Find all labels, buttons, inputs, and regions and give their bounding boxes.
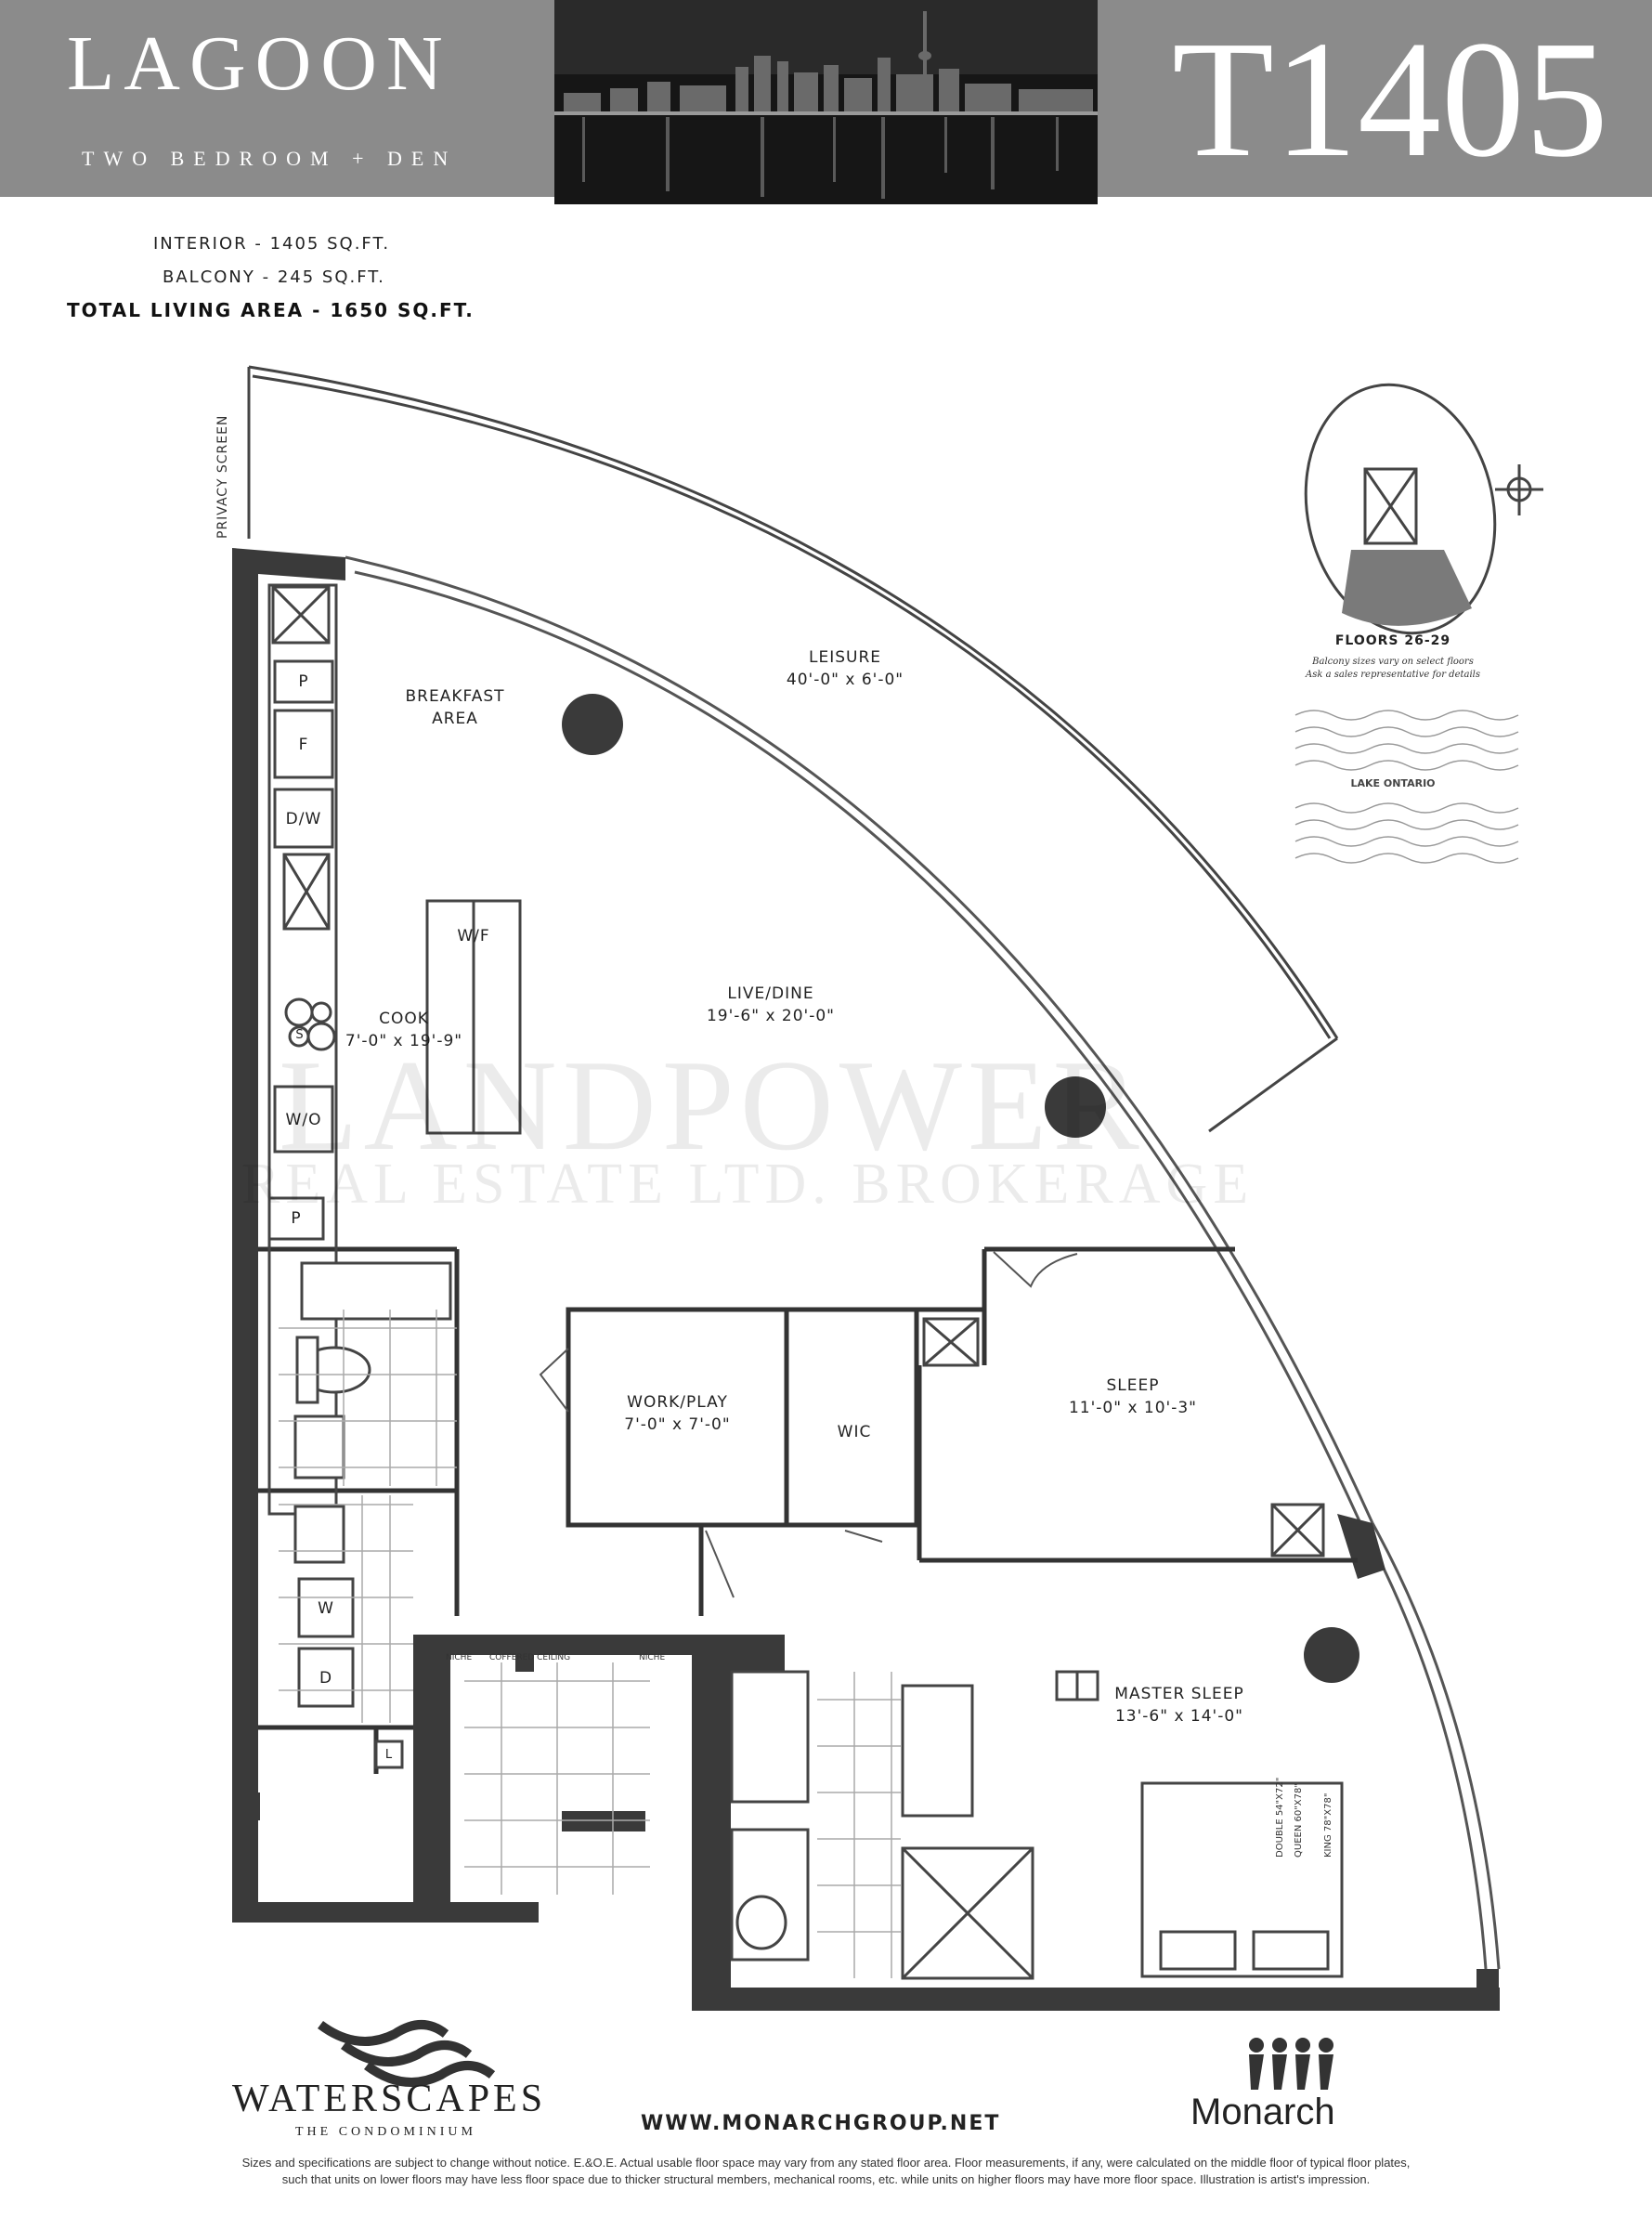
room-leisure: LEISURE 40'-0" x 6'-0" — [743, 646, 947, 691]
keyplan-note-1: Balcony sizes vary on select floors — [1312, 657, 1474, 667]
room-cook-dims: 7'-0" x 19'-9" — [345, 1032, 463, 1050]
room-leisure-name: LEISURE — [808, 648, 881, 667]
wine-fridge-label: W/F — [457, 927, 490, 945]
interior-area: INTERIOR - 1405 SQ.FT. — [153, 234, 391, 254]
room-wic: WIC — [837, 1423, 872, 1441]
room-leisure-dims: 40'-0" x 6'-0" — [786, 671, 904, 689]
room-live-dine-name: LIVE/DINE — [727, 984, 814, 1003]
keyplan-floors: FLOORS 26-29 — [1334, 633, 1451, 648]
room-breakfast-line2: AREA — [432, 710, 478, 728]
fridge-label: F — [298, 736, 309, 754]
room-live-dine-dims: 19'-6" x 20'-0" — [706, 1007, 836, 1025]
bed-double-label: DOUBLE 54"X72" — [1275, 1777, 1285, 1858]
sink-label: S — [295, 1028, 305, 1042]
building-name: LAGOON — [67, 20, 452, 107]
niche-left-label: NICHE — [446, 1653, 473, 1662]
brand-name: WATERSCAPES — [232, 2078, 547, 2120]
room-sleep-name: SLEEP — [1106, 1376, 1160, 1395]
wall-oven-label: W/O — [285, 1111, 322, 1129]
bed-queen-label: QUEEN 60"X78" — [1294, 1783, 1304, 1858]
linen-label: L — [384, 1748, 394, 1762]
room-breakfast: BREAKFAST AREA — [371, 685, 539, 730]
room-work-play-dims: 7'-0" x 7'-0" — [624, 1415, 731, 1434]
room-work-play-name: WORK/PLAY — [627, 1393, 728, 1412]
suite-type: TWO BEDROOM + DEN — [82, 147, 458, 170]
coffered-ceiling-label: COFFERED CEILING — [489, 1653, 571, 1662]
disclaimer-line-1: Sizes and specifications are subject to … — [241, 2156, 1411, 2170]
pantry-label-top: P — [298, 672, 309, 691]
website-url[interactable]: WWW.MONARCHGROUP.NET — [641, 2112, 1001, 2135]
header-left-panel — [0, 0, 554, 197]
header-right-panel — [1098, 0, 1652, 197]
dishwasher-label: D/W — [285, 810, 322, 828]
washer-label: W — [318, 1599, 334, 1618]
room-master-sleep: MASTER SLEEP 13'-6" x 14'-0" — [1068, 1683, 1291, 1727]
room-sleep: SLEEP 11'-0" x 10'-3" — [1031, 1375, 1235, 1419]
room-breakfast-line1: BREAKFAST — [405, 687, 505, 706]
room-sleep-dims: 11'-0" x 10'-3" — [1068, 1399, 1198, 1417]
room-master-sleep-dims: 13'-6" x 14'-0" — [1114, 1707, 1244, 1726]
builder-name: Monarch — [1190, 2092, 1335, 2132]
niche-right-label: NICHE — [639, 1653, 666, 1662]
bed-king-label: KING 78"X78" — [1323, 1792, 1333, 1858]
room-work-play: WORK/PLAY 7'-0" x 7'-0" — [578, 1391, 777, 1436]
balcony-area: BALCONY - 245 SQ.FT. — [163, 267, 385, 287]
watermark-line-2: REAL ESTATE LTD. BROKERAGE — [241, 1153, 1255, 1216]
room-cook: COOK 7'-0" x 19'-9" — [302, 1008, 506, 1052]
room-live-dine: LIVE/DINE 19'-6" x 20'-0" — [669, 983, 873, 1027]
watermark-line-1: LANDPOWER — [279, 1034, 1145, 1178]
privacy-screen-label: PRIVACY SCREEN — [215, 414, 230, 539]
brand-subtitle: THE CONDOMINIUM — [295, 2125, 476, 2139]
room-master-sleep-name: MASTER SLEEP — [1114, 1685, 1244, 1703]
lake-label: LAKE ONTARIO — [1295, 777, 1490, 789]
pantry-label-bottom: P — [291, 1209, 302, 1228]
disclaimer-line-2: such that units on lower floors may have… — [281, 2172, 1371, 2186]
skyline-photo — [554, 0, 1098, 204]
unit-number: T1405 — [1172, 7, 1608, 191]
room-cook-name: COOK — [379, 1010, 429, 1028]
keyplan-note-2: Ask a sales representative for details — [1306, 670, 1480, 680]
left-wall — [232, 548, 345, 1923]
total-area: TOTAL LIVING AREA - 1650 SQ.FT. — [67, 299, 475, 321]
dryer-label: D — [319, 1669, 333, 1688]
